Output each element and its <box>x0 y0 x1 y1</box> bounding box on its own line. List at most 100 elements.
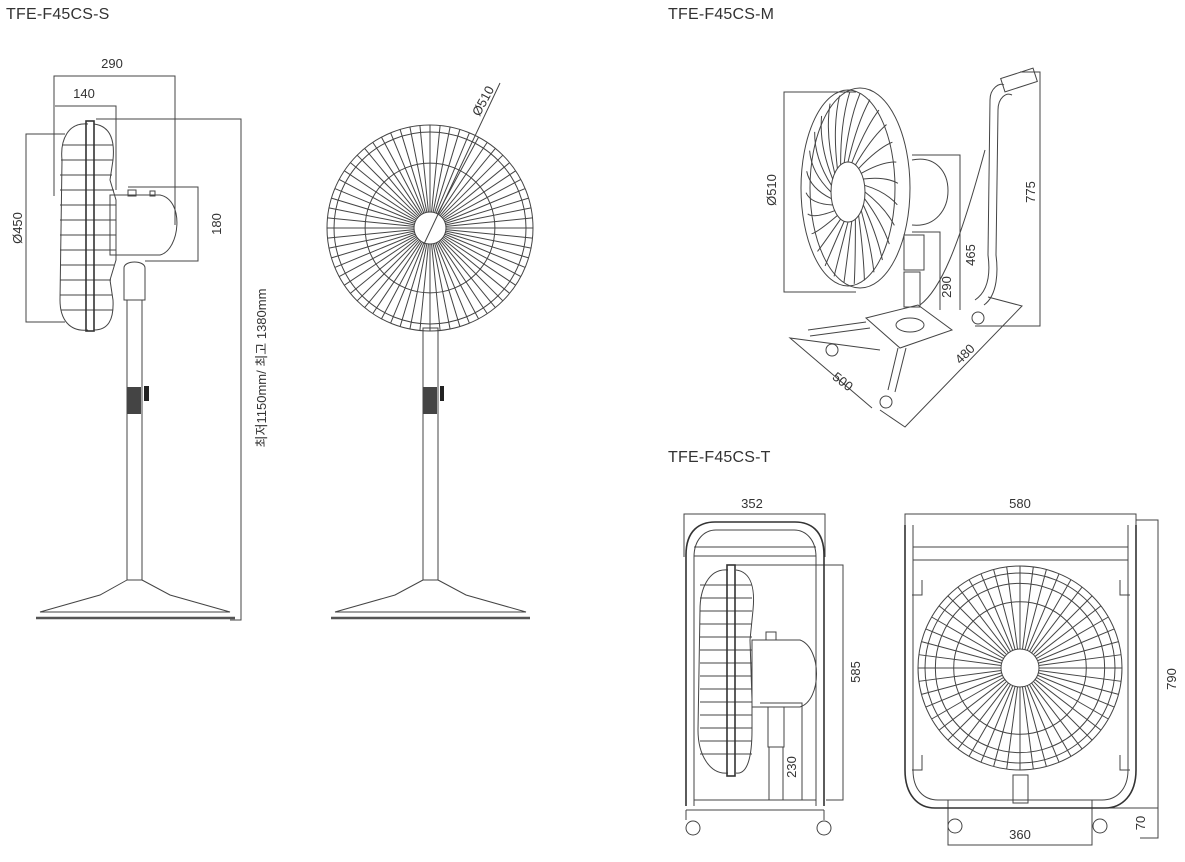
grill-spoke <box>409 243 428 330</box>
motor-housing <box>109 194 178 256</box>
grill-spoke <box>437 241 479 320</box>
grill-hub <box>413 211 447 245</box>
dim-label-70: 70 <box>1133 816 1148 830</box>
grill-spoke <box>439 240 496 308</box>
m-base-plate <box>864 304 954 349</box>
t-front-frame <box>904 525 1137 809</box>
grill-spoke <box>443 236 516 286</box>
grill-spoke <box>1024 686 1047 767</box>
grill-spoke <box>445 207 532 226</box>
guard-ring <box>85 120 95 332</box>
grill-spoke <box>957 586 1009 654</box>
grill-spoke <box>444 188 526 223</box>
model-title-t: TFE-F45CS-T <box>668 449 771 466</box>
grill-spoke <box>350 237 418 294</box>
grill-spoke <box>432 126 451 213</box>
grill-spoke <box>1031 682 1083 750</box>
grill-spoke <box>918 654 1002 667</box>
grill-spoke <box>364 240 421 308</box>
dim-label-585: 585 <box>848 661 863 683</box>
m-grill-spoke <box>864 184 898 206</box>
dim-line-290 <box>53 75 176 225</box>
t-caster <box>816 820 832 836</box>
m-grill-spoke <box>811 215 838 235</box>
stand-base <box>39 579 231 613</box>
m-grill-spoke <box>807 210 835 217</box>
grill-spoke <box>993 686 1016 767</box>
dim-line-790 <box>1136 519 1159 839</box>
dim-line-290-m <box>912 231 941 310</box>
grill-spoke <box>338 235 417 277</box>
grill-spoke <box>439 148 496 216</box>
grill-spoke <box>1034 605 1102 657</box>
m-grill-spoke <box>858 141 893 169</box>
grill-spoke <box>938 605 1006 657</box>
front-base <box>334 579 527 613</box>
m-caster <box>879 395 893 409</box>
grill-spoke <box>1021 566 1034 650</box>
pole <box>126 299 143 581</box>
m-grill-spoke <box>833 221 849 277</box>
dim-label-180: 180 <box>209 213 224 235</box>
grill-spoke <box>440 154 504 218</box>
grill-spoke <box>381 136 423 215</box>
front-pole <box>422 327 439 581</box>
pole-joint <box>123 261 146 301</box>
dim-label-290: 290 <box>101 56 123 71</box>
t-motor <box>751 639 817 708</box>
m-grill-spoke <box>847 99 871 163</box>
grill-spoke <box>438 142 488 215</box>
m-grill-spoke <box>827 103 836 174</box>
grill-spoke <box>356 154 420 218</box>
grill-spoke <box>980 573 1014 651</box>
t-pole <box>768 746 784 801</box>
grill-spoke <box>1038 669 1122 682</box>
grill-spoke <box>1036 677 1109 720</box>
t-caster <box>685 820 701 836</box>
dim-label-480: 480 <box>952 341 978 367</box>
grill-spoke <box>931 616 1004 659</box>
model-m-view: Ø510 775 465 290 480 500 <box>764 67 1041 428</box>
m-grill-spoke <box>809 150 832 193</box>
grill-spoke <box>957 682 1009 750</box>
grill-spoke <box>1037 674 1115 708</box>
grill-spoke <box>1024 569 1047 650</box>
grill-spoke <box>327 217 415 227</box>
model-title-s: TFE-F45CS-S <box>6 6 110 23</box>
dim-label-352: 352 <box>741 496 763 511</box>
grill-spoke <box>390 242 425 324</box>
grill-spoke <box>350 162 418 219</box>
grill-spoke <box>409 126 428 213</box>
dim-line-775 <box>975 71 1041 327</box>
grill-spoke <box>434 129 461 213</box>
model-title-m: TFE-F45CS-M <box>668 6 775 23</box>
grill-spoke <box>328 230 415 249</box>
grill-spoke <box>918 669 1002 682</box>
guard-back <box>59 123 89 331</box>
dim-label-580: 580 <box>1009 496 1031 511</box>
m-motor <box>911 158 949 226</box>
grill-spoke <box>334 188 416 223</box>
model-t-side-view: 352 585 230 <box>683 496 863 836</box>
m-handle-bar <box>974 83 1005 301</box>
grill-spoke <box>1029 579 1072 652</box>
grill-spoke <box>443 235 522 277</box>
motor-knob <box>127 189 137 197</box>
front-adjuster <box>423 387 437 414</box>
t-front-pole <box>1012 774 1029 804</box>
grill-spoke <box>419 125 429 213</box>
grill-spoke <box>947 681 1007 741</box>
m-grill-spoke <box>858 215 865 281</box>
m-grill-spoke <box>806 171 832 200</box>
t-guard-back <box>697 569 729 774</box>
m-handle-grip <box>1000 67 1038 93</box>
grill-spoke <box>1006 566 1019 650</box>
dim-label-290-m: 290 <box>939 276 954 298</box>
grill-spoke <box>921 641 1002 664</box>
grill-spoke <box>1033 681 1093 741</box>
m-guard-hub <box>830 161 866 223</box>
dim-label-510: Ø510 <box>469 83 497 118</box>
dim-line-180 <box>128 186 199 262</box>
grill-spoke <box>327 229 415 239</box>
dim-line-360 <box>947 800 1093 846</box>
